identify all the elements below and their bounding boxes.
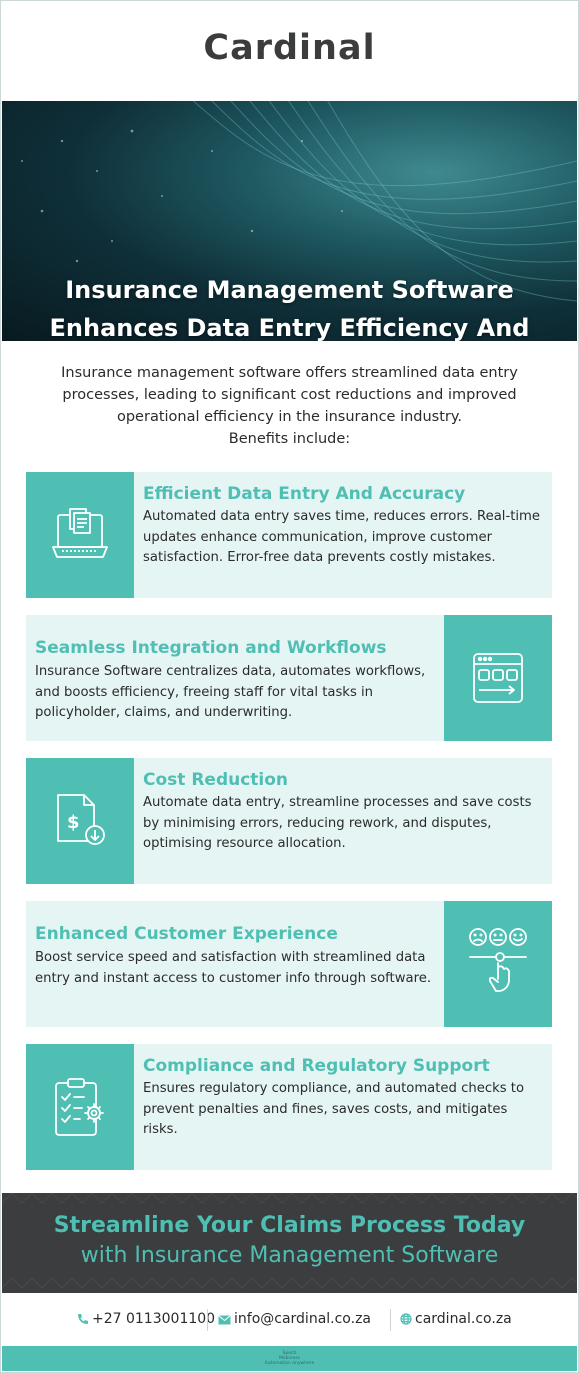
cardinal-logo[interactable]: Cardinal <box>0 28 579 68</box>
footer-line-1: Specti <box>282 1351 297 1356</box>
hero-wave-background <box>21 101 577 302</box>
laptop-documents-icon <box>52 508 108 558</box>
card-body: Ensures regulatory compliance, and autom… <box>143 1081 525 1137</box>
contact-bar: +27 0113001100 info@cardinal.co.za cardi… <box>0 1306 579 1336</box>
phone-number: +27 0113001100 <box>92 1311 216 1327</box>
card-body: Automate data entry, streamline processe… <box>143 795 532 851</box>
contact-divider <box>390 1309 391 1331</box>
footer-line-3: Automation anywhere <box>264 1361 315 1366</box>
dollar-document-icon: $ <box>57 794 105 845</box>
contact-divider <box>207 1309 208 1331</box>
card-body: Insurance Software centralizes data, aut… <box>35 664 426 720</box>
card-title: Efficient Data Entry And Accuracy <box>143 484 466 504</box>
card-title: Cost Reduction <box>143 770 289 790</box>
contact-phone[interactable]: +27 0113001100 <box>77 1311 215 1327</box>
benefit-icon-box <box>444 901 552 1027</box>
benefit-card-data-entry: Efficient Data Entry And Accuracy Automa… <box>26 472 552 598</box>
hero-title: Insurance Management Software Enhances D… <box>49 276 530 341</box>
customer-rating-icon <box>469 928 527 992</box>
benefit-icon-box <box>26 1044 134 1170</box>
contact-website[interactable]: cardinal.co.za <box>400 1311 512 1327</box>
card-body: Boost service speed and satisfaction wit… <box>35 950 432 986</box>
card-title: Seamless Integration and Workflows <box>35 638 387 658</box>
intro-text: Insurance management software offers str… <box>61 365 518 425</box>
benefit-icon-box <box>444 615 552 741</box>
footer-partner-logos: Specti Mobiness Automation anywhere <box>2 1351 577 1366</box>
benefits-label: Benefits include: <box>228 431 351 447</box>
envelope-icon <box>218 1315 231 1325</box>
phone-icon <box>78 1314 88 1324</box>
intro-paragraph: Insurance management software offers str… <box>30 362 549 450</box>
cta-subheadline: with Insurance Management Software <box>80 1243 499 1268</box>
footer-strip: Specti Mobiness Automation anywhere <box>2 1346 577 1371</box>
clipboard-checklist-icon <box>55 1078 104 1136</box>
benefit-icon-box <box>26 472 134 598</box>
workflow-window-icon <box>473 653 523 703</box>
svg-text:$: $ <box>67 812 80 833</box>
hero-banner: Insurance Management Software Enhances D… <box>2 101 577 341</box>
benefit-icon-box: $ <box>26 758 134 884</box>
cta-pattern-background <box>2 1193 577 1289</box>
cta-banner: Streamline Your Claims Process Today wit… <box>2 1193 577 1293</box>
benefit-card-compliance: Compliance and Regulatory Support Ensure… <box>26 1044 552 1170</box>
cta-headline: Streamline Your Claims Process Today <box>53 1213 526 1238</box>
contact-email[interactable]: info@cardinal.co.za <box>218 1311 371 1327</box>
logo-text: Cardinal <box>203 28 376 68</box>
benefit-card-cost-reduction: $ Cost Reduction Automate data entry, st… <box>26 758 552 884</box>
card-title: Enhanced Customer Experience <box>35 924 338 944</box>
footer-line-2: Mobiness <box>278 1356 301 1361</box>
globe-icon <box>400 1313 412 1325</box>
card-body: Automated data entry saves time, reduces… <box>143 509 541 565</box>
benefit-card-integration: Seamless Integration and Workflows Insur… <box>26 615 552 741</box>
benefit-card-customer-experience: Enhanced Customer Experience Boost servi… <box>26 901 552 1027</box>
card-title: Compliance and Regulatory Support <box>143 1056 490 1076</box>
email-address: info@cardinal.co.za <box>234 1311 372 1327</box>
website-url: cardinal.co.za <box>415 1311 512 1327</box>
